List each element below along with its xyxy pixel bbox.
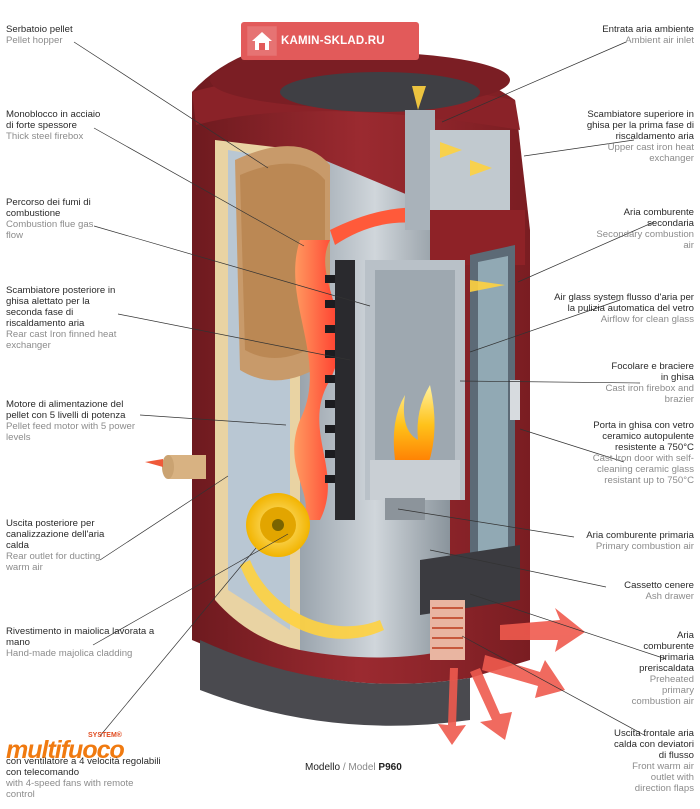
label-en: Preheated primary combustion air xyxy=(631,674,694,707)
label-en: Cast iron firebox and brazier xyxy=(605,383,694,405)
label-preheated-air: Aria comburente primaria preriscaldata P… xyxy=(626,630,694,707)
label-front-outlet: Uscita frontale aria calda con deviatori… xyxy=(612,728,694,794)
label-en: Rear cast Iron finned heat exchanger xyxy=(6,329,117,351)
label-it: Serbatoio pellet xyxy=(6,24,73,35)
label-en: Ambient air inlet xyxy=(625,35,694,46)
label-ambient-air-inlet: Entrata aria ambiente Ambient air inlet xyxy=(584,24,694,46)
watermark-badge: KAMIN-SKLAD.RU xyxy=(241,14,441,66)
label-it: Aria comburente primaria preriscaldata xyxy=(639,630,694,674)
model-caption: Modello / Model P960 xyxy=(305,762,402,773)
front-warm-air-arrows xyxy=(438,608,585,745)
model-en: Model xyxy=(348,762,376,773)
label-fans: con ventilatore a 4 velocità regolabili … xyxy=(6,756,161,800)
ambient-air-flow xyxy=(240,86,505,639)
label-it: Focolare e braciere in ghisa xyxy=(611,361,694,383)
label-flue-gas: Percorso dei fumi di combustione Combust… xyxy=(6,197,101,241)
label-it: Porta in ghisa con vetro ceramico autopu… xyxy=(593,420,694,453)
label-it: Uscita frontale aria calda con deviatori… xyxy=(614,728,694,761)
rear-outlet-duct xyxy=(145,455,206,479)
label-steel-firebox: Monoblocco in acciaio di forte spessore … xyxy=(6,109,106,142)
label-it: Air glass system flusso d'aria per la pu… xyxy=(554,292,694,314)
label-it: Scambiatore superiore in ghisa per la pr… xyxy=(586,109,694,142)
label-en: with 4-speed fans with remote control xyxy=(6,778,134,800)
label-en: Pellet hopper xyxy=(6,35,63,46)
label-en: Primary combustion air xyxy=(595,541,694,552)
label-en: Thick steel firebox xyxy=(6,131,84,142)
label-rear-exchanger: Scambiatore posteriore in ghisa alettato… xyxy=(6,285,126,351)
label-primary-air: Aria comburente primaria Primary combust… xyxy=(569,530,694,552)
house-logo-icon xyxy=(247,26,277,56)
label-it: Scambiatore posteriore in ghisa alettato… xyxy=(6,285,116,329)
label-en: Rear outlet for ducting warm air xyxy=(6,551,101,573)
label-secondary-air: Aria comburente secondaria Secondary com… xyxy=(594,207,694,251)
label-en: Upper cast iron heat exchanger xyxy=(607,142,694,164)
label-en: Cast Iron door with self-cleaning cerami… xyxy=(592,453,694,486)
label-it: Rivestimento in maiolica lavorata a mano xyxy=(6,626,155,648)
rear-finned-heat-exchanger xyxy=(325,260,355,520)
label-it: Monoblocco in acciaio di forte spessore xyxy=(6,109,101,131)
label-it: Percorso dei fumi di combustione xyxy=(6,197,91,219)
model-it: Modello xyxy=(305,762,341,773)
label-ash-drawer: Cassetto cenere Ash drawer xyxy=(604,580,694,602)
brand-system: SYSTEM® xyxy=(88,732,122,739)
label-rear-outlet: Uscita posteriore per canalizzazione del… xyxy=(6,518,111,573)
label-upper-exchanger: Scambiatore superiore in ghisa per la pr… xyxy=(576,109,694,164)
label-en: Front warm air outlet with direction fla… xyxy=(632,761,694,794)
label-majolica: Rivestimento in maiolica lavorata a mano… xyxy=(6,626,156,659)
label-it: con ventilatore a 4 velocità regolabili … xyxy=(6,756,161,778)
label-it: Motore di alimentazione del pellet con 5… xyxy=(6,399,126,421)
label-en: Airflow for clean glass xyxy=(600,314,694,325)
label-door: Porta in ghisa con vetro ceramico autopu… xyxy=(582,420,694,486)
label-en: Ash drawer xyxy=(645,591,694,602)
watermark-text: KAMIN-SKLAD.RU xyxy=(281,35,385,47)
label-it: Entrata aria ambiente xyxy=(602,24,694,35)
label-en: Secondary combustion air xyxy=(596,229,694,251)
label-pellet-hopper: Serbatoio pellet Pellet hopper xyxy=(6,24,146,46)
label-air-glass: Air glass system flusso d'aria per la pu… xyxy=(554,292,694,325)
upper-heat-exchanger xyxy=(405,110,525,265)
cast-iron-door xyxy=(470,245,520,570)
fan xyxy=(246,493,310,557)
brand-name: multifuoco xyxy=(6,736,125,764)
label-it: Aria comburente secondaria xyxy=(623,207,694,229)
label-it: Uscita posteriore per canalizzazione del… xyxy=(6,518,105,551)
label-en: Combustion flue gas flow xyxy=(6,219,94,241)
label-feed-motor: Motore di alimentazione del pellet con 5… xyxy=(6,399,138,443)
cast-iron-firebox xyxy=(365,260,465,520)
ash-drawer xyxy=(420,545,520,615)
label-it: Cassetto cenere xyxy=(624,580,694,591)
model-code: P960 xyxy=(378,762,402,773)
label-firebox-brazier: Focolare e braciere in ghisa Cast iron f… xyxy=(602,361,694,405)
label-en: Pellet feed motor with 5 power levels xyxy=(6,421,136,443)
label-en: Hand-made majolica cladding xyxy=(6,648,133,659)
front-outlet-grille xyxy=(430,600,465,660)
label-it: Aria comburente primaria xyxy=(586,530,694,541)
leader-lines xyxy=(73,41,667,737)
flame xyxy=(393,385,435,465)
